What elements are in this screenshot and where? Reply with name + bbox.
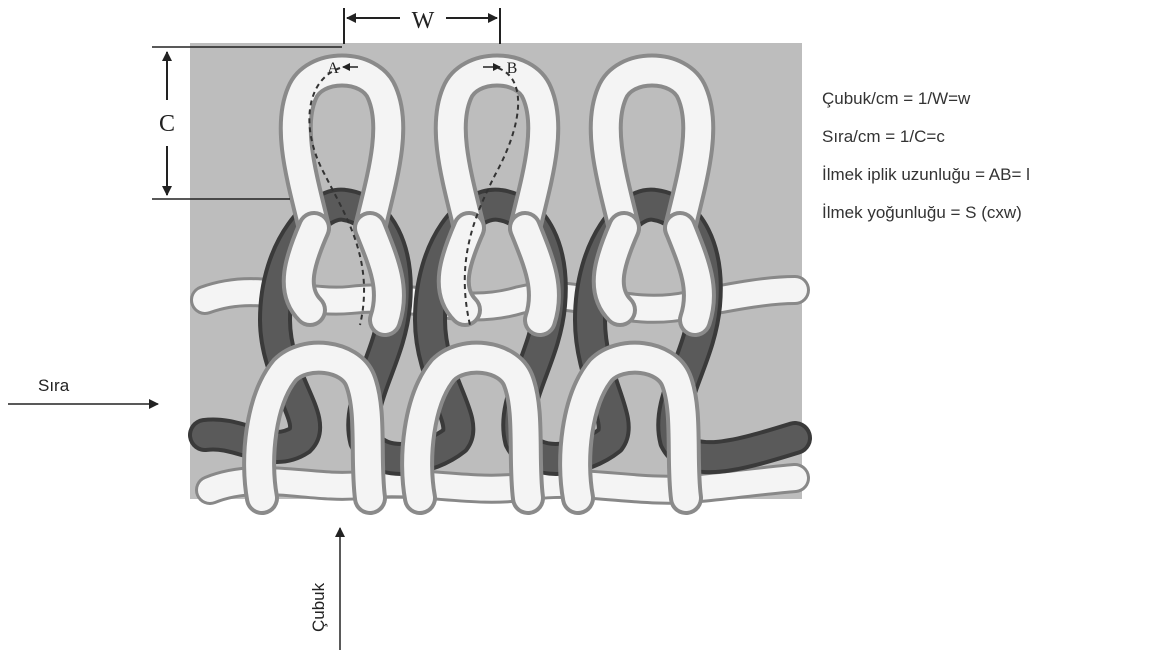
w-label: W [412, 8, 435, 34]
formula-wales-per-cm: Çubuk/cm = 1/W=w [822, 88, 1162, 126]
formula-loop-density: İlmek yoğunluğu = S (cxw) [822, 202, 1162, 240]
point-a-label: A [327, 60, 339, 77]
row-label: Sıra [38, 376, 70, 395]
wale-label: Çubuk [309, 582, 328, 632]
formula-list: Çubuk/cm = 1/W=w Sıra/cm = 1/C=c İlmek i… [822, 88, 1162, 240]
c-label: C [159, 111, 175, 137]
formula-loop-length: İlmek iplik uzunluğu = AB= l [822, 164, 1162, 202]
point-b-label: B [507, 60, 518, 77]
formula-courses-per-cm: Sıra/cm = 1/C=c [822, 126, 1162, 164]
